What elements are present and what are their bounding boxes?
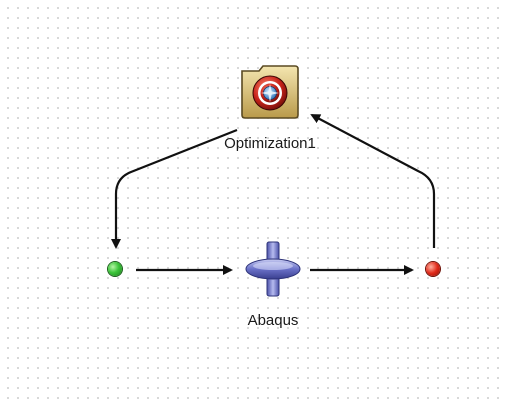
abaqus-label: Abaqus	[247, 312, 299, 329]
start-port-green-dot-icon[interactable]	[108, 262, 122, 276]
abaqus-component[interactable]	[243, 240, 303, 298]
end-port-red-dot-icon[interactable]	[426, 262, 440, 276]
target-folder-icon	[241, 65, 299, 119]
optimization-label: Optimization1	[224, 135, 316, 152]
abaqus-component-icon	[245, 241, 301, 297]
connector-end-to-optimization[interactable]	[310, 114, 436, 248]
optimization-component[interactable]	[239, 62, 301, 120]
connector-optimization-to-start[interactable]	[111, 128, 238, 249]
